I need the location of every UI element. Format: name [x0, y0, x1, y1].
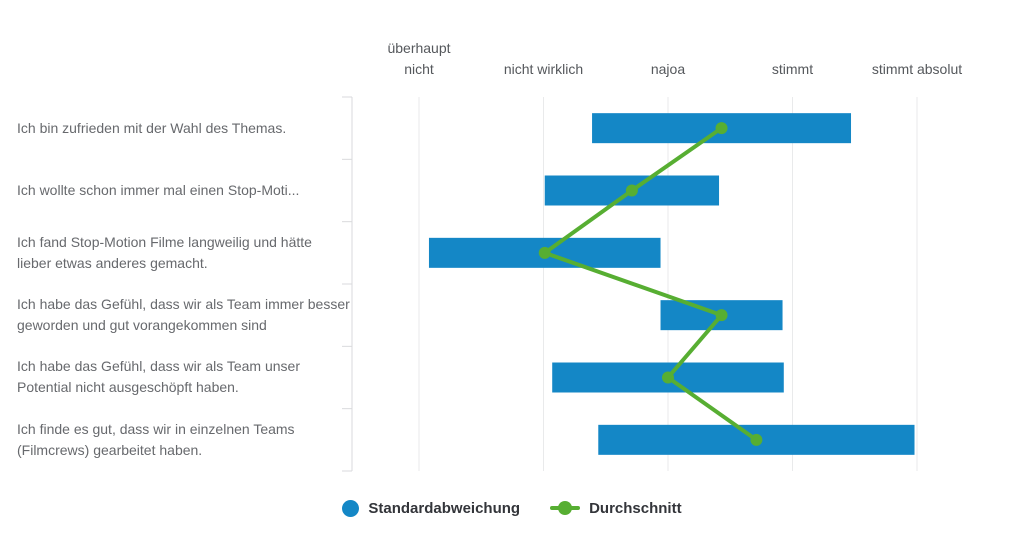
x-axis-label: najoa: [650, 61, 686, 77]
mean-point: [662, 371, 674, 384]
mean-point: [750, 433, 763, 446]
x-axis-label: stimmt absolut: [871, 61, 963, 77]
category-label: Ich wollte schon immer mal einen Stop-Mo…: [17, 181, 300, 198]
category-label: Ich finde es gut, dass wir in einzelnen …: [17, 420, 295, 458]
category-label: Ich bin zufrieden mit der Wahl des Thema…: [17, 119, 287, 136]
mean-point: [538, 246, 551, 259]
std-legend-marker-icon: [342, 499, 360, 517]
mean-line: [542, 126, 759, 442]
mean-point: [715, 122, 728, 135]
legend-label-durchschnitt: Durchschnitt: [589, 499, 682, 517]
legend-item-standardabweichung[interactable]: Standardabweichung: [342, 499, 521, 517]
mean-point: [625, 184, 638, 197]
x-axis-label: nicht wirklich: [503, 61, 584, 77]
chart-legend: Standardabweichung Durchschnitt: [0, 492, 1024, 524]
x-axis-labels: überhaupt nicht nicht wirklich najoa stimmt…: [0, 36, 1024, 80]
category-label: Ich fand Stop-Motion Filme langweilig un…: [17, 233, 312, 271]
mean-point: [715, 309, 728, 322]
category-label: Ich habe das Gefühl, dass wir als Team i…: [17, 296, 350, 334]
x-axis-label: stimmt: [771, 61, 814, 77]
mean-legend-marker-icon: [550, 501, 581, 515]
legend-item-durchschnitt[interactable]: Durchschnitt: [550, 500, 682, 517]
legend-label-standardabweichung: Standardabweichung: [368, 499, 521, 517]
category-label: Ich habe das Gefühl, dass wir als Team u…: [17, 358, 301, 396]
x-axis-label: überhaupt nicht: [387, 40, 451, 77]
